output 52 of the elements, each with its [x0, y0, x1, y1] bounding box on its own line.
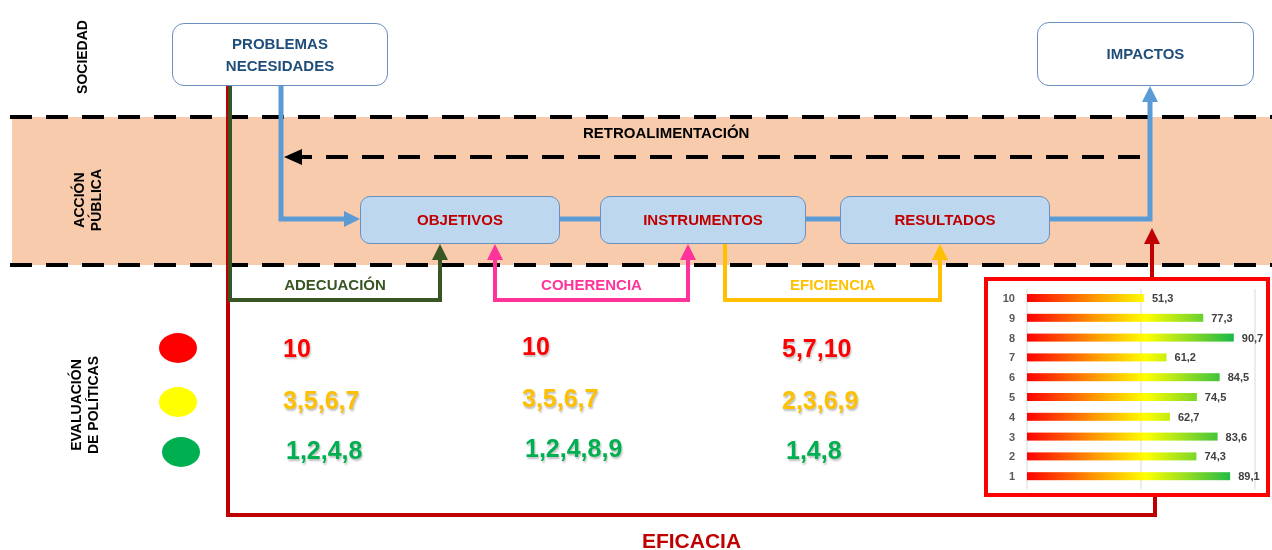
process-box: INSTRUMENTOS	[600, 196, 806, 244]
process-box: RESULTADOS	[840, 196, 1050, 244]
value-label: 89,1	[1238, 470, 1260, 483]
axis-label: 5	[1008, 391, 1015, 403]
case-numbers: 3,5,6,7	[283, 386, 360, 415]
arrow	[278, 86, 360, 227]
chart-panel	[984, 277, 1270, 497]
axis-label: 1	[1008, 470, 1015, 483]
axis-label: 2	[1008, 450, 1015, 463]
value-label: 90,7	[1241, 331, 1264, 344]
case-numbers: 10	[283, 334, 311, 363]
axis-label: 4	[1008, 410, 1015, 423]
axis-label: 6	[1008, 371, 1015, 384]
rounded-box: IMPACTOS	[1037, 22, 1254, 86]
connector-line	[806, 216, 840, 222]
connector-line	[560, 216, 600, 222]
rounded-box: PROBLEMAS NECESIDADES	[172, 23, 388, 86]
axis-label: 8	[1008, 331, 1015, 344]
axis-label: 10	[1002, 292, 1015, 304]
value-label: 62,7	[1177, 410, 1200, 423]
section-label: ACCIÓN PÚBLICA	[71, 167, 105, 234]
value-label: 61,2	[1174, 351, 1196, 364]
value-label: 84,5	[1227, 371, 1250, 384]
arrow	[723, 244, 948, 302]
edge-label: ADECUACIÓN	[284, 275, 386, 293]
process-box: OBJETIVOS	[360, 196, 560, 244]
case-numbers: 1,2,4,8	[286, 436, 363, 465]
edge-label: COHERENCIA	[541, 275, 642, 293]
case-numbers: 5,7,10	[782, 334, 852, 363]
axis-label: 3	[1008, 430, 1015, 443]
case-numbers: 2,3,6,9	[782, 386, 859, 415]
edge-label: EFICACIA	[641, 529, 742, 550]
case-numbers: 10	[522, 332, 550, 361]
value-label: 77,3	[1211, 311, 1233, 324]
edge-label: EFICIENCIA	[790, 275, 875, 293]
case-numbers: 1,2,4,8,9	[525, 434, 623, 463]
case-numbers: 1,4,8	[786, 436, 842, 465]
connector-line	[226, 86, 1157, 517]
value-label: 51,3	[1151, 292, 1174, 304]
axis-label: 9	[1008, 311, 1015, 324]
axis-label: 7	[1008, 351, 1015, 364]
value-label: 83,6	[1225, 430, 1248, 443]
arrow	[1144, 228, 1160, 277]
section-label: SOCIEDAD	[73, 19, 91, 96]
value-label: 74,3	[1204, 450, 1226, 463]
section-label: RETROALIMENTACIÓN	[583, 124, 750, 141]
arrow	[487, 244, 696, 302]
arrow	[228, 86, 448, 302]
value-label: 74,5	[1204, 391, 1227, 403]
case-numbers: 3,5,6,7	[522, 384, 599, 413]
section-label: EVALUACIÓN DE POLÍTICAS	[68, 355, 102, 456]
arrow	[1050, 86, 1158, 222]
